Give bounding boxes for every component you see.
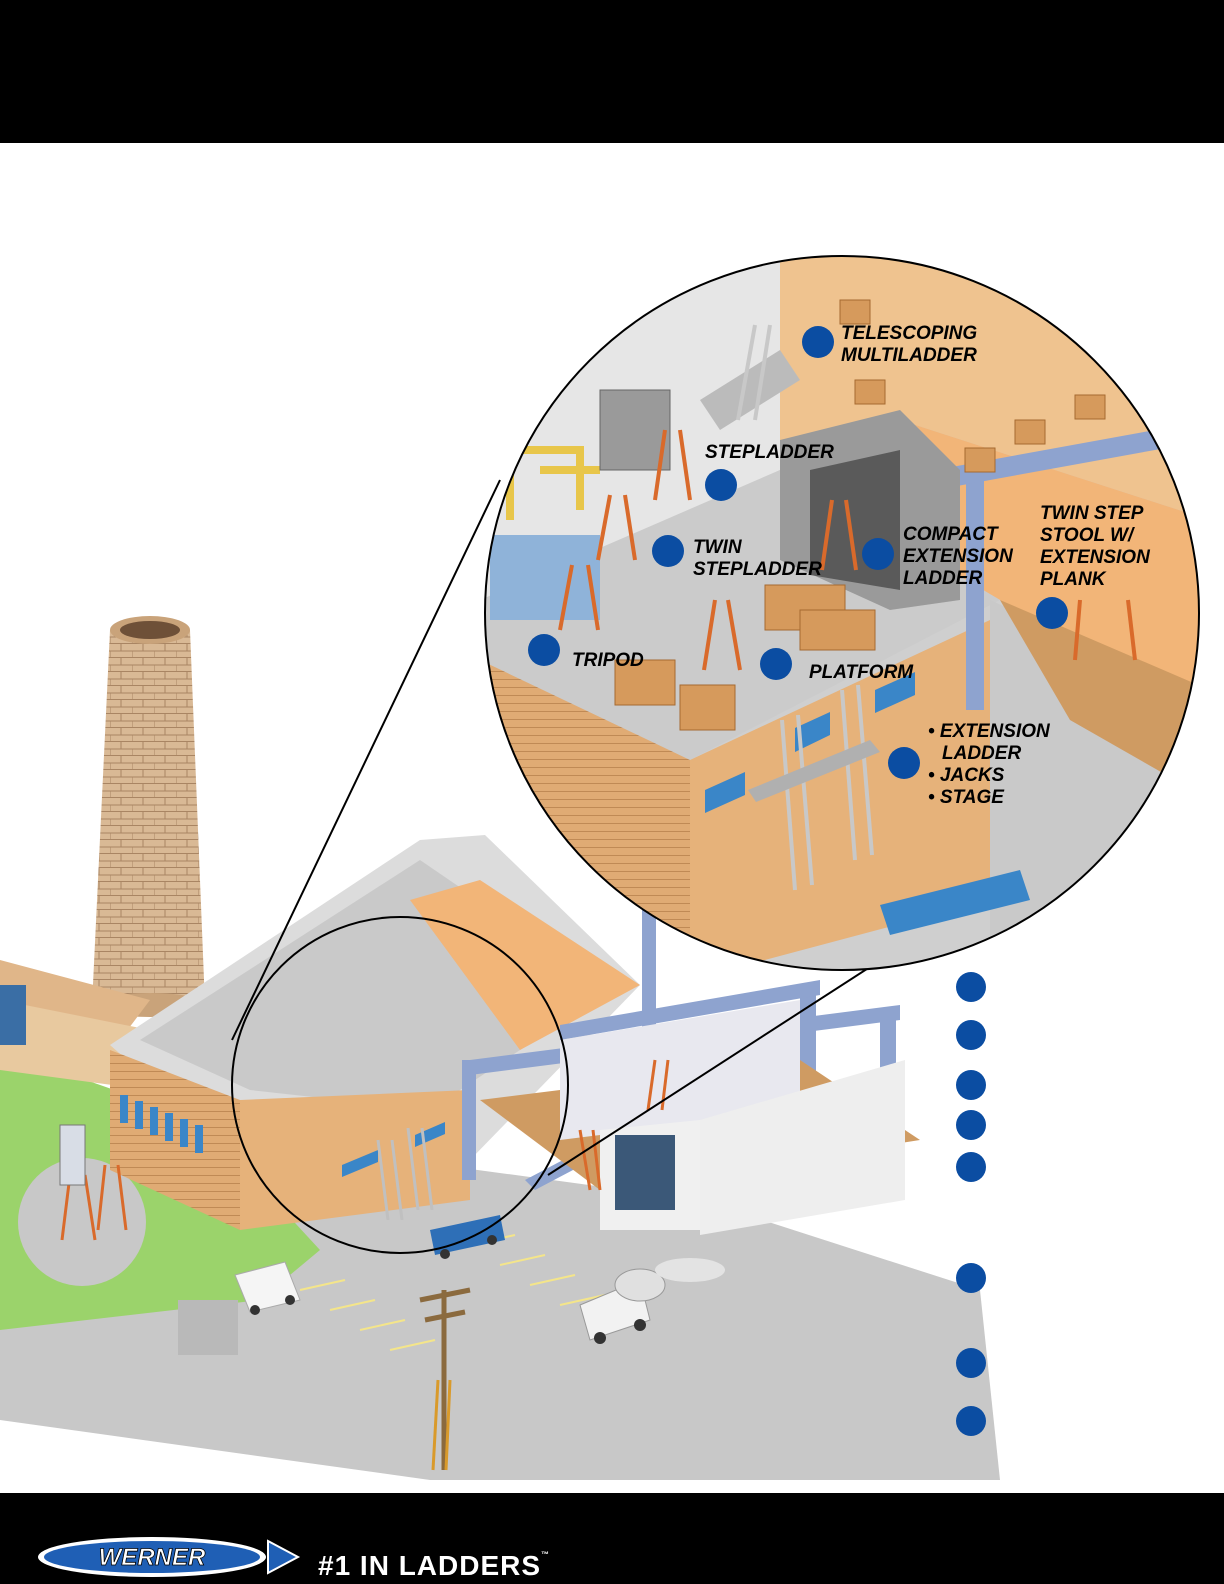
legend-marker-6[interactable]: [956, 1263, 986, 1293]
garden-circle: [18, 1158, 146, 1286]
cement-mixer: [579, 1268, 666, 1344]
label-stepladder: STEPLADDER: [705, 442, 834, 463]
legend-marker-5[interactable]: [956, 1152, 986, 1182]
pole-ladder: [431, 1379, 452, 1471]
utility-pole: [419, 1287, 471, 1470]
zoom-line-left: [231, 479, 501, 1041]
smokestack: [92, 616, 207, 1017]
legend-marker-8[interactable]: [956, 1406, 986, 1436]
marker-telescoping-multiladder[interactable]: [802, 326, 834, 358]
site-sign: [59, 1124, 86, 1186]
annex-wall: [700, 1060, 905, 1235]
gravel-pile: [655, 1258, 725, 1282]
tagline-text: #1 IN LADDERS: [318, 1550, 542, 1581]
white-van: [234, 1261, 301, 1315]
marker-platform[interactable]: [760, 648, 792, 680]
legend-marker-2[interactable]: [956, 1020, 986, 1050]
marker-extension-ladder-jacks-stage[interactable]: [888, 747, 920, 779]
top-banner: [0, 0, 1224, 143]
marker-twin-step-stool[interactable]: [1036, 597, 1068, 629]
werner-logo[interactable]: WERNER: [36, 1535, 306, 1579]
magnified-view: [485, 256, 1199, 970]
parking-stripes: [299, 1234, 606, 1351]
label-platform: PLATFORM: [809, 662, 914, 683]
marker-compact-extension-ladder[interactable]: [862, 538, 894, 570]
legend-marker-3[interactable]: [956, 1070, 986, 1100]
marker-stepladder[interactable]: [705, 469, 737, 501]
trademark-mark: ™: [541, 1550, 551, 1559]
zoom-source-circle: [231, 916, 569, 1254]
factory-illustration: [0, 255, 1200, 1480]
brick-wall: [110, 1050, 240, 1230]
exterior-ladders: [376, 1127, 434, 1221]
legend-marker-7[interactable]: [956, 1348, 986, 1378]
marker-twin-stepladder[interactable]: [652, 535, 684, 567]
label-tripod: TRIPOD: [572, 650, 644, 671]
marker-tripod[interactable]: [528, 634, 560, 666]
legend-marker-1[interactable]: [956, 972, 986, 1002]
tagline: #1 IN LADDERS™: [318, 1550, 550, 1582]
orange-floor: [410, 880, 640, 1050]
bay-wall: [560, 1000, 800, 1140]
transformer-box: [178, 1300, 238, 1355]
garage-door: [615, 1135, 675, 1210]
magnified-circle-outline: [484, 255, 1200, 971]
legend-marker-4[interactable]: [956, 1110, 986, 1140]
logo-text: WERNER: [99, 1544, 206, 1571]
